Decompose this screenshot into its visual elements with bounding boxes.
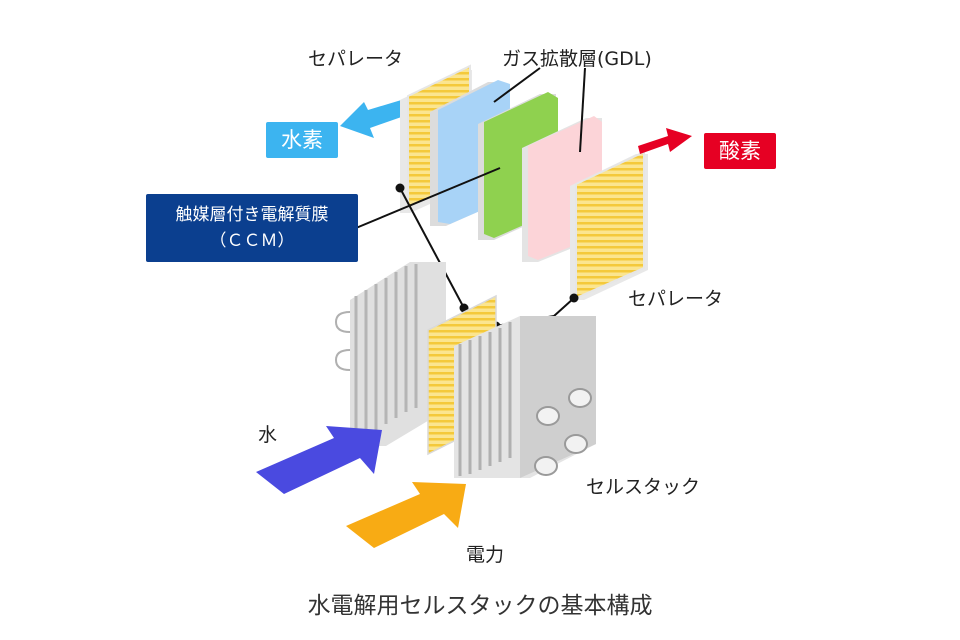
separator-right-plate [570, 150, 648, 300]
ccm-label-line2: （ＣＣＭ） [209, 231, 295, 251]
water-arrow-icon [256, 426, 382, 494]
ccm-label-box: 触媒層付き電解質膜 （ＣＣＭ） [146, 194, 358, 262]
cell-stack-label: セルスタック [586, 476, 701, 498]
power-arrow-icon [346, 482, 466, 548]
hydrogen-arrow-icon [340, 98, 410, 138]
hydrogen-badge: 水素 [266, 122, 338, 158]
gdl-label: ガス拡散層(GDL) [502, 48, 652, 70]
oxygen-arrow-icon [638, 128, 692, 154]
diagram-caption: 水電解用セルスタックの基本構成 [307, 593, 653, 619]
power-label: 電力 [466, 544, 505, 566]
separator-top-label: セパレータ [308, 48, 404, 70]
ccm-label-line1: 触媒層付き電解質膜 [175, 205, 329, 225]
separator-right-label: セパレータ [628, 288, 724, 310]
water-label: 水 [258, 424, 278, 446]
cell-stack-icon [334, 262, 596, 478]
oxygen-badge: 酸素 [704, 133, 776, 169]
